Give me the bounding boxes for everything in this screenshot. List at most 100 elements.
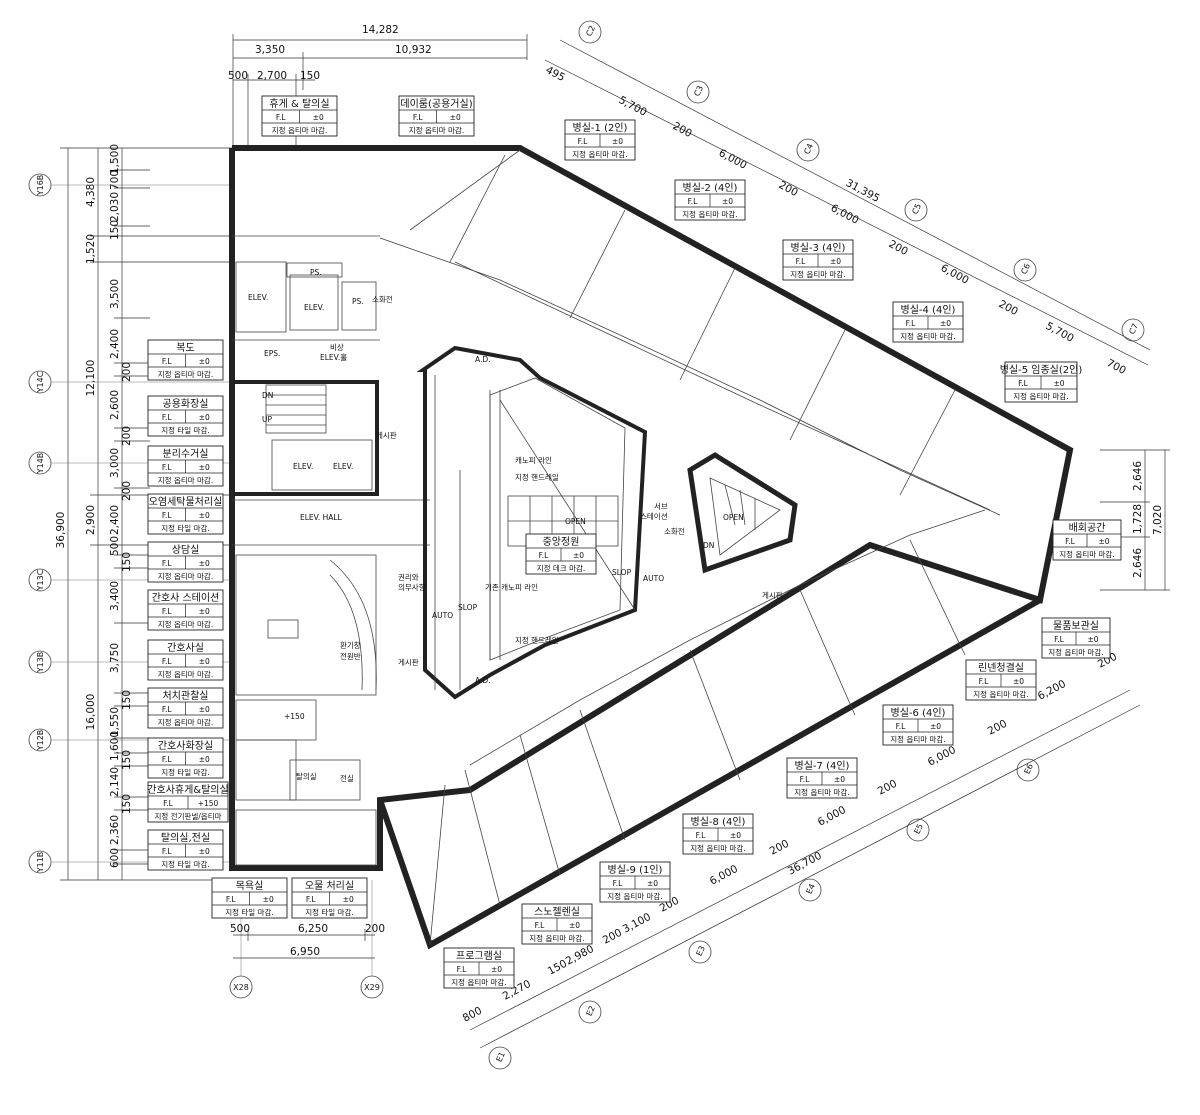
svg-text:6,000: 6,000 [717, 147, 749, 172]
room-tag-level: ±0 [199, 755, 210, 764]
svg-text:5,700: 5,700 [1044, 320, 1076, 345]
room-tag-level: ±0 [199, 357, 210, 366]
svg-text:800: 800 [461, 1005, 484, 1025]
label-sub-2: 스테이션 [640, 511, 668, 521]
room-tag-fl: F.L [162, 511, 172, 520]
room-tag-finish: 지정 옵티마 마감. [607, 891, 662, 901]
svg-text:2,646: 2,646 [1132, 461, 1144, 491]
room-tag-title: 데이룸(공용거실) [400, 98, 472, 110]
svg-text:200: 200 [986, 718, 1009, 738]
grid-bubble-e4: E4 [798, 878, 822, 902]
room-tag-level: ±0 [569, 921, 580, 930]
room-tag-level: ±0 [199, 705, 210, 714]
grid-bubble-y14c: Y14C [28, 370, 232, 394]
label-dn: DN [262, 391, 273, 400]
room-tag-fl: F.L [535, 921, 545, 930]
room-tag-finish: 지정 타일 마감. [161, 425, 210, 435]
room-tag-level: ±0 [491, 965, 502, 974]
grid-bubble-c6: C6 [1013, 258, 1037, 282]
grid-bubble-e5: E5 [906, 818, 930, 842]
room-tag-finish: 지정 옵티마 마감. [1013, 391, 1068, 401]
svg-text:Y13C: Y13C [36, 569, 45, 591]
room-tag-finish: 지정 옵티마 마감. [1059, 549, 1114, 559]
room-tag-ward7: 병실-7 (4인)F.L±0지정 옵티마 마감. [786, 757, 858, 799]
room-tag-fl: F.L [162, 657, 172, 666]
room-tag-fl: F.L [306, 895, 316, 904]
room-tag-level: ±0 [199, 559, 210, 568]
room-tag-finish: 지정 옵티마 마감. [1048, 647, 1103, 657]
label-handrail: 지정 핸드레일 [515, 472, 559, 482]
svg-text:E4: E4 [805, 882, 817, 895]
room-tag-fl: F.L [906, 319, 916, 328]
grid-bubble-e1: E1 [488, 1046, 512, 1070]
label-existing-canopy: 기존 캐노피 라인 [485, 582, 538, 592]
svg-text:6,000: 6,000 [939, 262, 971, 287]
svg-text:C7: C7 [1127, 322, 1140, 335]
dim-top-a: 3,350 [255, 44, 285, 56]
room-tag-fl: F.L [896, 722, 906, 731]
room-tag-finish: 지정 데크 마감. [537, 563, 586, 573]
room-tag-title: 처치관찰실 [163, 690, 209, 702]
svg-text:C6: C6 [1019, 262, 1032, 275]
room-tag-ward3: 병실-3 (4인)F.L±0지정 옵티마 마감. [782, 239, 854, 281]
room-tag-level: +150 [198, 799, 219, 808]
svg-text:X28: X28 [233, 983, 249, 992]
svg-text:E1: E1 [495, 1050, 507, 1063]
room-tag-fl: F.L [979, 677, 989, 686]
room-tag-corridor: 복도F.L±0지정 옵티마 마감. [147, 339, 224, 381]
room-tag-finish: 지정 전기판넬/옵티마 [154, 811, 221, 821]
room-tag-fl: F.L [1065, 537, 1075, 546]
room-tag-finish: 지정 옵티마 마감. [572, 149, 627, 159]
room-tag-title: 중앙정원 [543, 536, 580, 548]
dim-upper-total: 31,395 [844, 177, 882, 205]
svg-text:E3: E3 [695, 944, 707, 957]
label-open2: OPEN [723, 513, 744, 522]
label-emergency-2: ELEV.홀 [320, 352, 347, 362]
plan-labels: ELEV. ELEV. PS. PS. EPS. 비상 ELEV.홀 DN UP… [248, 268, 783, 783]
room-tag-title: 탈의실,전실 [161, 831, 210, 844]
dim-left-outer: 36,900 [55, 512, 67, 549]
svg-text:500: 500 [230, 923, 250, 935]
room-tag-finish: 지정 타일 마감. [161, 859, 210, 869]
room-tag-finish: 지정 옵티마 마감. [973, 689, 1028, 699]
dim-left-inner-5: 2,400 [109, 329, 121, 359]
room-tag-level: ±0 [450, 113, 461, 122]
room-tag-finish: 지정 옵티마 마감. [690, 843, 745, 853]
dim-left-inner-0: 1,500 [109, 144, 121, 174]
label-sub-1: 서브 [654, 502, 668, 511]
room-tag-finish: 지정 옵티마 마감. [158, 669, 213, 679]
room-tag-level: ±0 [834, 775, 845, 784]
dim-left-inner-1: 700 [109, 170, 121, 190]
dim-left-inner-19: 150 [121, 750, 133, 770]
room-tag-fl: F.L [578, 137, 588, 146]
room-tag-title: 병실-7 (4인) [795, 760, 850, 772]
grid-bubble-y16b: Y16B [28, 173, 232, 197]
room-tag-finish: 지정 옵티마 마감. [409, 125, 464, 135]
label-elev-hall: ELEV. HALL [300, 513, 343, 522]
label-dn2: DN [703, 541, 714, 550]
room-tag-title: 휴게 & 탈의실 [269, 97, 329, 110]
dim-left-inner-11: 2,400 [109, 505, 121, 535]
dim-left-inner-23: 600 [109, 848, 121, 868]
room-tag-finish: 지정 옵티마 마감. [790, 269, 845, 279]
label-slop-1: SLOP [612, 568, 632, 577]
dim-top-total: 14,282 [362, 24, 399, 36]
room-tag-title: 병실-1 (2인) [573, 122, 628, 134]
room-tag-level: ±0 [612, 137, 623, 146]
room-tag-title: 배회공간 [1069, 522, 1106, 534]
label-ad-top: A.D. [475, 355, 491, 364]
room-tag-fl: F.L [539, 551, 549, 560]
room-tag-changing: 탈의실,전실F.L±0지정 타일 마감. [147, 829, 224, 871]
label-ad-bottom: A.D. [475, 676, 491, 685]
label-handrail2: 지정 핸드레일 [515, 635, 559, 645]
dim-lower-total: 36,700 [786, 850, 824, 878]
label-ps-2: PS. [352, 297, 364, 306]
label-elev-4: ELEV. [333, 462, 353, 471]
room-tag-finish: 지정 옵티마 마감. [272, 125, 327, 135]
room-tag-ward4: 병실-4 (4인)F.L±0지정 옵티마 마감. [892, 301, 964, 343]
room-tag-level: ±0 [199, 463, 210, 472]
